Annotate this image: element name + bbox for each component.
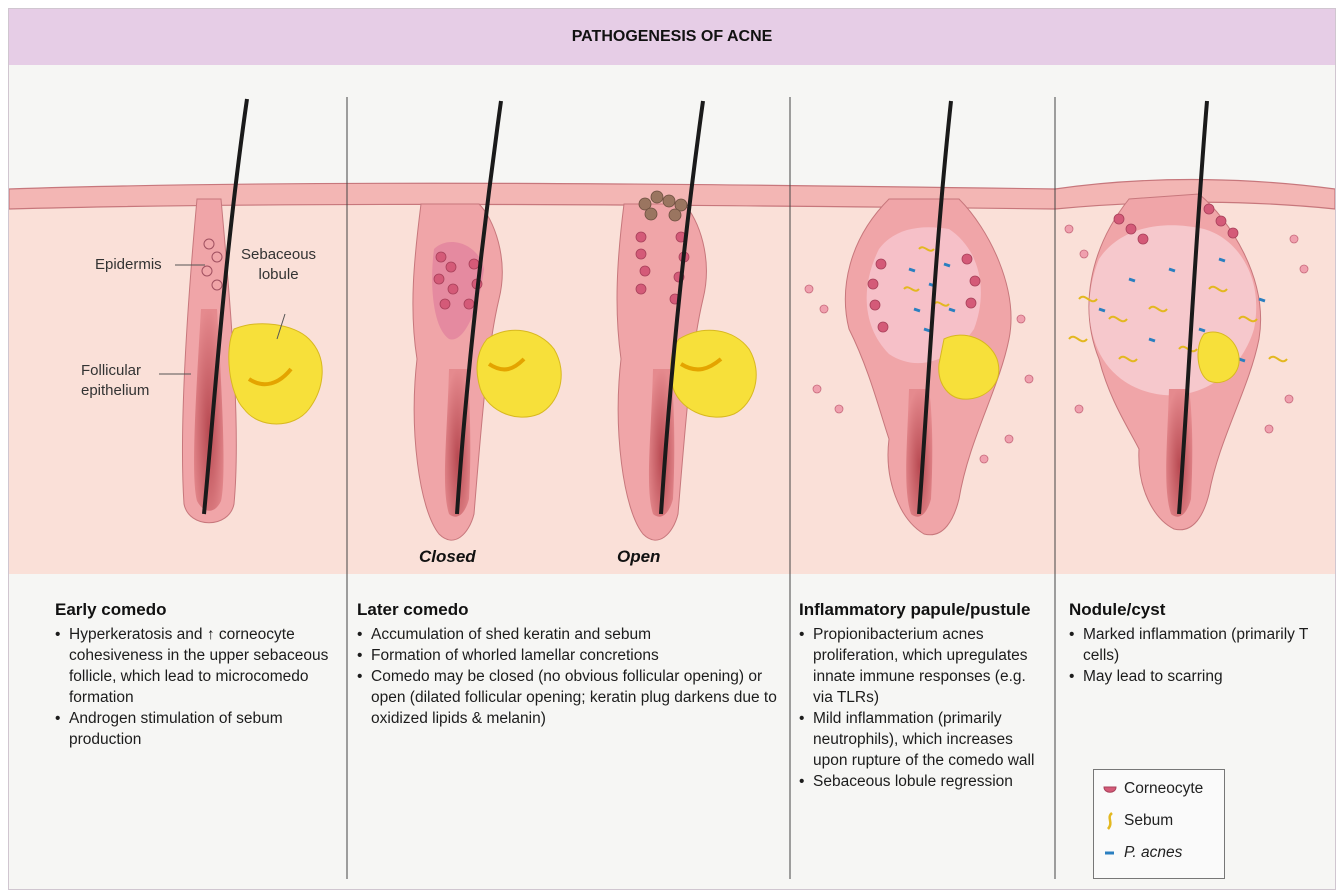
label-follicular-epithelium: Follicular epithelium bbox=[81, 361, 149, 401]
legend-label: Sebum bbox=[1124, 812, 1173, 829]
sebum-icon bbox=[1102, 812, 1118, 830]
caption-item: Formation of whorled lamellar concretion… bbox=[357, 645, 777, 666]
caption-nodule-cyst: Nodule/cyst Marked inflammation (primari… bbox=[1069, 599, 1319, 687]
caption-item: Comedo may be closed (no obvious follicu… bbox=[357, 666, 777, 729]
legend-label: Corneocyte bbox=[1124, 780, 1203, 797]
caption-heading: Later comedo bbox=[357, 599, 777, 620]
legend-row-p-acnes: P. acnes bbox=[1102, 844, 1182, 862]
caption-item: Accumulation of shed keratin and sebum bbox=[357, 624, 777, 645]
caption-item: May lead to scarring bbox=[1069, 666, 1319, 687]
caption-item: Propionibacterium acnes proliferation, w… bbox=[799, 624, 1049, 708]
caption-item: Sebaceous lobule regression bbox=[799, 771, 1049, 792]
caption-heading: Nodule/cyst bbox=[1069, 599, 1319, 620]
label-open: Open bbox=[617, 547, 660, 567]
label-epidermis: Epidermis bbox=[95, 255, 162, 275]
legend-row-corneocyte: Corneocyte bbox=[1102, 780, 1203, 798]
figure-frame: PATHOGENESIS OF ACNE bbox=[8, 8, 1336, 890]
corneocyte-icon bbox=[1102, 782, 1118, 796]
illustration bbox=[9, 9, 1335, 889]
legend-row-sebum: Sebum bbox=[1102, 812, 1173, 830]
caption-item: Marked inflammation (primarily T cells) bbox=[1069, 624, 1319, 666]
legend-label: P. acnes bbox=[1124, 844, 1182, 861]
label-sebaceous-lobule: Sebaceous lobule bbox=[241, 245, 316, 285]
caption-item: Hyperkeratosis and ↑ corneocyte cohesive… bbox=[55, 624, 335, 708]
caption-heading: Early comedo bbox=[55, 599, 335, 620]
caption-heading: Inflammatory papule/pustule bbox=[799, 599, 1049, 620]
caption-item: Androgen stimulation of sebum production bbox=[55, 708, 335, 750]
label-closed: Closed bbox=[419, 547, 476, 567]
p-acnes-icon bbox=[1102, 846, 1118, 860]
caption-papule-pustule: Inflammatory papule/pustule Propionibact… bbox=[799, 599, 1049, 792]
legend: Corneocyte Sebum P. acnes bbox=[1093, 769, 1225, 879]
caption-early-comedo: Early comedo Hyperkeratosis and ↑ corneo… bbox=[55, 599, 335, 750]
caption-item: Mild inflammation (primarily neutrophils… bbox=[799, 708, 1049, 771]
caption-later-comedo: Later comedo Accumulation of shed kerati… bbox=[357, 599, 777, 729]
